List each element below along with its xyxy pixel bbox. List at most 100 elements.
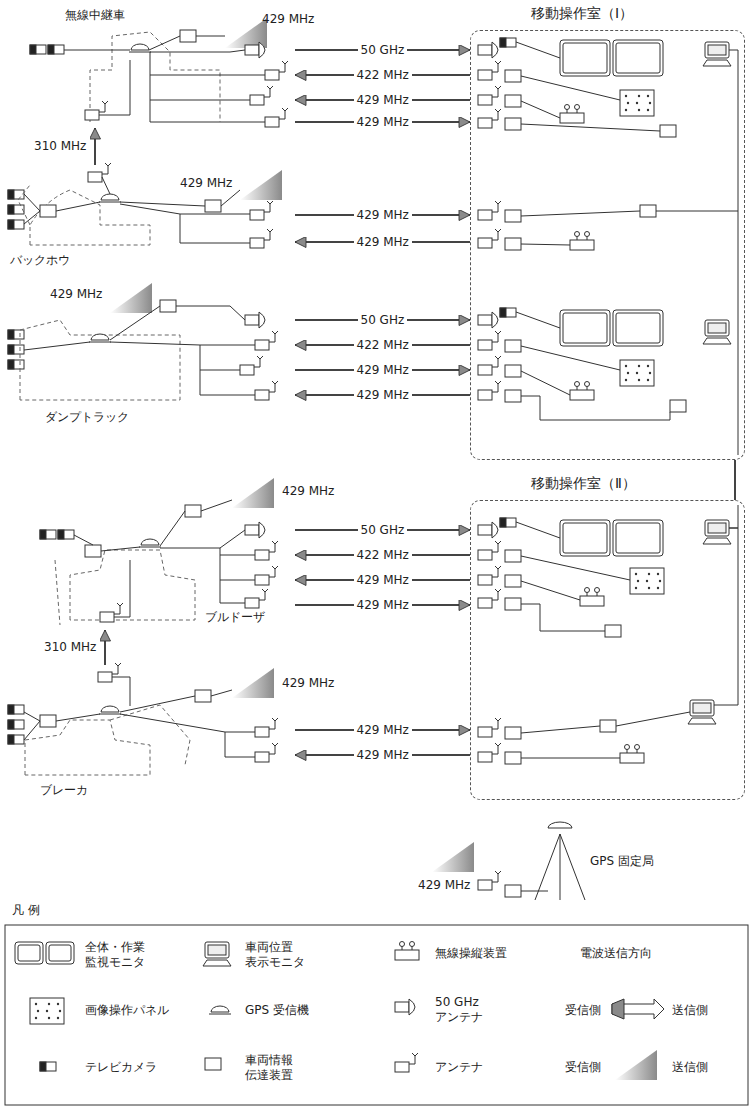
- stick-knob: [595, 588, 600, 593]
- antenna-unit: [478, 390, 492, 400]
- gps-receiver: [91, 334, 109, 340]
- panel-dot: [638, 109, 640, 111]
- antenna-unit: [478, 118, 492, 128]
- remote-controller: [580, 596, 604, 606]
- wire: [521, 101, 560, 118]
- monitor-screen: [563, 313, 607, 343]
- panel-dot: [625, 95, 627, 97]
- 50ghz-unit: [478, 45, 492, 55]
- dump-truck-outline: [20, 320, 180, 400]
- antenna-mast: [269, 718, 278, 729]
- wire: [56, 202, 100, 211]
- broadcast-triangle: [110, 283, 152, 313]
- panel-dot: [638, 365, 640, 367]
- tv-camera: [30, 45, 46, 54]
- antenna-unit: [478, 365, 492, 375]
- panel-dot: [59, 1010, 61, 1012]
- frequency-label: 429 MHz: [50, 287, 102, 302]
- vehicle-info-unit: [660, 125, 676, 137]
- antenna-mast: [492, 109, 501, 120]
- camera-lens: [48, 45, 54, 54]
- camera-lens: [8, 720, 14, 729]
- antenna-unit: [265, 117, 279, 127]
- tv-camera: [8, 205, 24, 214]
- antenna-unit: [245, 598, 259, 608]
- 50ghz-unit: [478, 525, 492, 535]
- panel-dot: [57, 1003, 59, 1005]
- camera-lens: [8, 330, 14, 339]
- 50ghz-unit: [245, 525, 259, 535]
- keyboard: [703, 538, 731, 544]
- wire: [120, 204, 250, 214]
- wire: [150, 100, 265, 122]
- panel-dot: [48, 1003, 50, 1005]
- panel-dot: [649, 372, 651, 374]
- broadcast-triangle: [232, 478, 274, 508]
- legend-text: 受信側: [565, 1060, 601, 1075]
- stick-knob: [575, 105, 580, 110]
- 50ghz-dish: [409, 999, 415, 1015]
- position-screen: [708, 323, 726, 333]
- backhoe-outline: [18, 185, 150, 245]
- wire: [521, 244, 570, 245]
- wire: [24, 211, 40, 224]
- antenna-unit: [255, 550, 269, 560]
- antenna-mast: [492, 229, 501, 240]
- tv-camera: [8, 190, 24, 199]
- gps-receiver: [211, 1006, 229, 1012]
- vehicle-info-unit: [505, 885, 521, 897]
- camera-lens: [8, 190, 14, 199]
- panel-dot: [57, 1017, 59, 1019]
- panel-dot: [657, 573, 659, 575]
- panel-dot: [657, 587, 659, 589]
- antenna-unit: [478, 210, 492, 220]
- panel-dot: [647, 109, 649, 111]
- wire: [110, 342, 255, 345]
- position-screen: [708, 523, 726, 533]
- panel-dot: [647, 95, 649, 97]
- antenna-unit: [395, 1062, 409, 1072]
- antenna-mast: [492, 201, 501, 212]
- panel-dot: [635, 587, 637, 589]
- frequency-label: 429 MHz: [354, 723, 412, 738]
- image-panel: [30, 998, 64, 1024]
- gps-base: [99, 714, 121, 715]
- wire: [220, 555, 255, 580]
- frequency-label: 422 MHz: [354, 548, 412, 563]
- antenna-unit: [255, 752, 269, 762]
- panel-dot: [647, 379, 649, 381]
- vehicle-info-unit: [40, 715, 56, 727]
- remote-controller: [560, 113, 584, 123]
- wire: [521, 556, 630, 580]
- vehicle-info-unit: [600, 720, 616, 732]
- camera-lens: [8, 735, 14, 744]
- position-screen: [708, 45, 726, 55]
- antenna-mast: [492, 61, 501, 72]
- wire: [200, 345, 240, 370]
- tv-camera: [500, 308, 516, 317]
- legend-text: 無線操縦装置: [435, 946, 507, 961]
- position-monitor: [705, 520, 729, 536]
- relay-vehicle-outline: [90, 32, 220, 122]
- 50ghz-dish: [259, 312, 265, 328]
- wire: [521, 396, 670, 420]
- panel-dot: [46, 1010, 48, 1012]
- tv-camera: [8, 330, 24, 339]
- vehicle-info-unit: [505, 550, 521, 562]
- monitor: [560, 40, 610, 76]
- frequency-label: 422 MHz: [354, 338, 412, 353]
- legend-text: 50 GHz アンテナ: [435, 995, 491, 1025]
- monitor-screen: [49, 945, 71, 961]
- monitor-screen: [616, 523, 660, 553]
- frequency-label: 50 GHz: [358, 43, 408, 58]
- position-monitor: [705, 42, 729, 58]
- stick-knob: [635, 745, 640, 750]
- broadcast-triangle: [240, 170, 282, 200]
- 50ghz-dish: [492, 522, 498, 538]
- remote-controller: [570, 390, 594, 400]
- wire: [150, 75, 250, 100]
- control-room: 移動操作室（Ⅱ）: [470, 500, 745, 800]
- monitor: [560, 310, 610, 346]
- panel-dot: [636, 372, 638, 374]
- monitor: [46, 942, 74, 964]
